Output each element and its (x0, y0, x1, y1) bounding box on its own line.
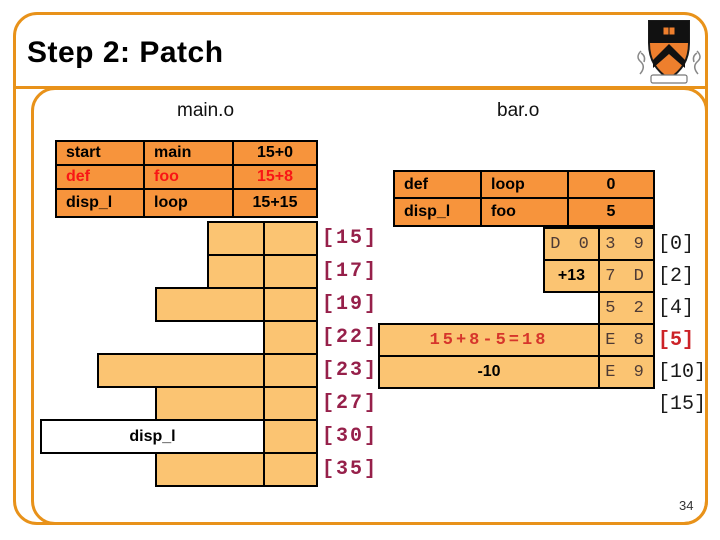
memory-cell (155, 452, 265, 487)
symbol-offset: 15+0 (256, 144, 294, 161)
main-symtab-cell: def (55, 164, 145, 190)
memory-cell (97, 353, 265, 388)
content-border (31, 87, 708, 525)
memory-cell (263, 287, 318, 322)
hex-bytes: E 8 (605, 330, 648, 350)
bar-symtab-cell: disp_l (393, 197, 482, 227)
symbol-section: foo (491, 203, 516, 220)
symbol-section: loop (491, 175, 525, 193)
address-label: [22] (322, 326, 379, 349)
memory-cell (263, 353, 318, 388)
memory-cell (263, 254, 318, 289)
address-label: [2] (658, 265, 695, 288)
memory-cell (263, 452, 318, 487)
symbol-offset: 15+8 (256, 168, 294, 185)
address-label: [10] (658, 361, 707, 384)
memory-cell (263, 221, 318, 256)
patch-target-cell: disp_l (40, 419, 265, 454)
address-label: [4] (658, 297, 695, 320)
symbol-name: start (66, 144, 101, 161)
main-symtab-cell: 15+0 (232, 140, 318, 166)
symbol-section: loop (154, 194, 188, 211)
book-icon (662, 26, 676, 36)
patched-value: +13 (557, 267, 586, 284)
address-label: [27] (322, 392, 379, 415)
memory-cell: E 8 (598, 323, 655, 357)
symbol-section: main (154, 144, 192, 161)
patched-value: -10 (477, 363, 501, 380)
address-label: [23] (322, 359, 379, 382)
main-symtab-cell: disp_l (55, 188, 145, 218)
patched-value-cell: -10 (378, 355, 600, 389)
hex-bytes: 3 9 (605, 234, 648, 254)
page-number: 34 (679, 498, 694, 513)
bar-symtab-cell: def (393, 170, 482, 199)
symbol-offset: 5 (606, 203, 616, 220)
address-label: [17] (322, 260, 379, 283)
bar-symtab-cell: loop (480, 170, 569, 199)
address-label: [0] (658, 233, 695, 256)
symbol-offset: 0 (606, 175, 616, 193)
patch-calculation-cell: 15+8-5=18 (378, 323, 600, 357)
princeton-shield-logo (637, 20, 701, 84)
address-label: [19] (322, 293, 379, 316)
memory-cell (155, 386, 265, 421)
address-label-highlight: [5] (658, 329, 695, 352)
memory-cell (263, 386, 318, 421)
logo-flourish-right (692, 50, 701, 75)
hex-bytes: 7 D (605, 266, 648, 286)
main-symtab-cell: foo (143, 164, 234, 190)
memory-cell (207, 254, 265, 289)
address-label: [35] (322, 458, 379, 481)
memory-cell (263, 419, 318, 454)
main-symtab-cell: loop (143, 188, 234, 218)
logo-flourish-left (637, 50, 646, 75)
main-symtab-cell: 15+15 (232, 188, 318, 218)
bar-o-title: bar.o (497, 100, 540, 121)
memory-cell: D 0 (543, 227, 600, 261)
slide-title: Step 2: Patch (27, 36, 224, 69)
memory-cell: 3 9 (598, 227, 655, 261)
address-label: [15] (658, 393, 707, 416)
patch-calculation: 15+8-5=18 (429, 330, 549, 350)
bar-symtab-cell: 5 (567, 197, 655, 227)
memory-cell: E 9 (598, 355, 655, 389)
shield-chevron (653, 44, 685, 68)
main-symtab-cell: start (55, 140, 145, 166)
memory-cell: 7 D (598, 259, 655, 293)
main-symtab-cell: main (143, 140, 234, 166)
symbol-offset: 15+15 (252, 194, 298, 211)
hex-bytes: D 0 (550, 234, 593, 254)
bar-symtab-cell: foo (480, 197, 569, 227)
memory-cell (207, 221, 265, 256)
patched-value-cell: +13 (543, 259, 600, 293)
memory-cell (155, 287, 265, 322)
bar-symtab-cell: 0 (567, 170, 655, 199)
memory-cell: 5 2 (598, 291, 655, 325)
address-label: [30] (322, 425, 379, 448)
main-symtab-cell: 15+8 (232, 164, 318, 190)
address-label: [15] (322, 227, 379, 250)
symbol-name: disp_l (404, 203, 451, 220)
symbol-section: foo (154, 168, 179, 185)
hex-bytes: 5 2 (605, 298, 648, 318)
hex-bytes: E 9 (605, 362, 648, 382)
main-o-title: main.o (177, 100, 235, 121)
memory-cell (263, 320, 318, 355)
symbol-name: def (66, 168, 90, 185)
patch-target-label: disp_l (129, 427, 176, 445)
symbol-name: def (404, 175, 428, 193)
logo-motto-banner (650, 74, 688, 84)
symbol-name: disp_l (66, 194, 113, 211)
